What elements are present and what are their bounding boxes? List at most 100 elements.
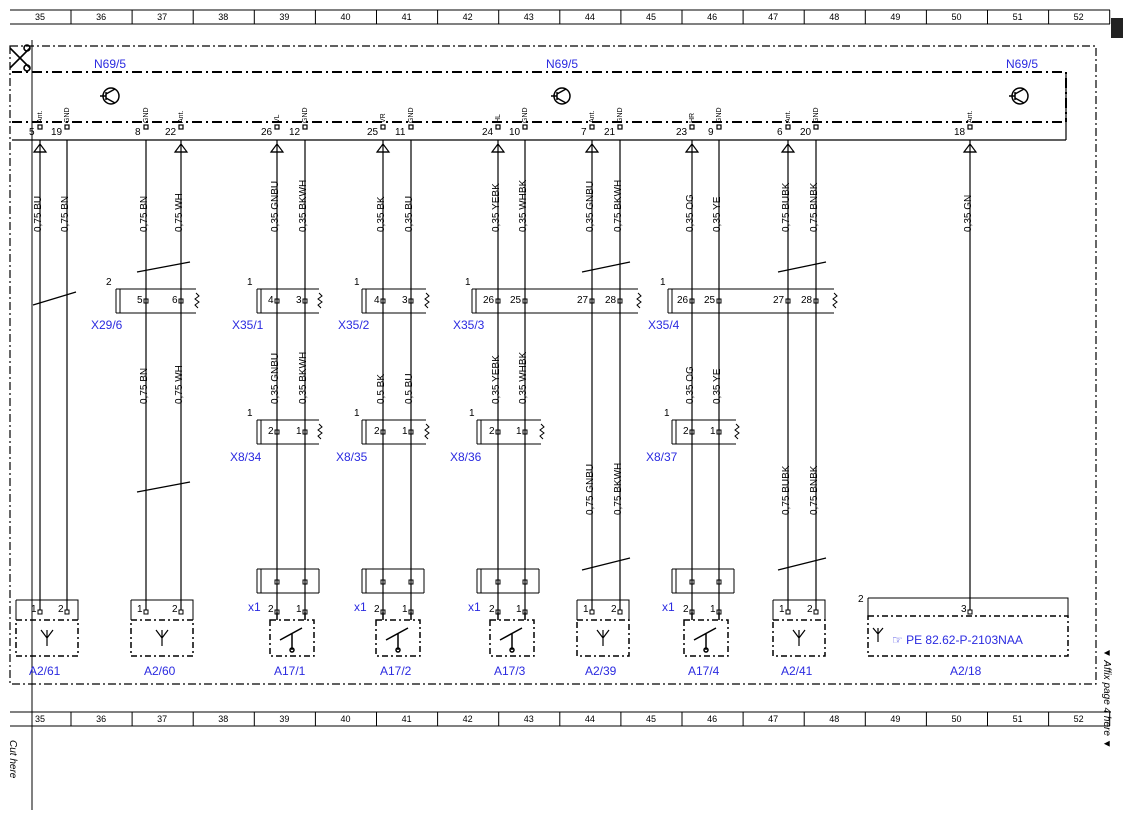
wire-bundle-mark [136, 261, 191, 273]
ruler-number: 46 [707, 714, 718, 724]
wire-label: 0,75 BKWH [613, 179, 624, 232]
switch-contact [509, 647, 515, 653]
connector-box [256, 288, 319, 314]
pin-number: 18 [954, 127, 966, 138]
wire-label: 0,35 BK [376, 196, 387, 232]
connector-pin [302, 429, 308, 435]
connector-pin-number: 1 [296, 426, 302, 437]
connector-pin-number: 26 [677, 295, 689, 306]
wire-bundle-mark [581, 261, 631, 273]
connector-spring [424, 423, 430, 440]
wire-label: 0,5 BU [404, 373, 415, 404]
pin-marker [522, 124, 528, 130]
plug-pin [716, 579, 722, 585]
component-a2-18-connector [867, 597, 1069, 616]
module-label-left: N69/5 [94, 57, 127, 71]
switch-contact [703, 647, 709, 653]
connector-label: X35/2 [338, 318, 370, 332]
connector-pin [302, 298, 308, 304]
switch-icon [499, 627, 523, 650]
ruler-number: 43 [523, 12, 534, 22]
wire-label: 0,35 YEBK [491, 183, 502, 232]
connector-pin-number: 27 [773, 295, 785, 306]
connector-pin-number: 1 [402, 426, 408, 437]
pin-marker [302, 124, 308, 130]
component-pin-number: 1 [710, 604, 716, 615]
ruler-number: 37 [157, 714, 168, 724]
wire-label: 0,75 BN [60, 195, 71, 232]
pin-name: GND [143, 107, 150, 123]
component-x1-label: x1 [662, 600, 675, 614]
ruler-number: 37 [157, 12, 168, 22]
component-pin-number: 1 [137, 604, 143, 615]
component-a17-1-body [269, 619, 315, 657]
pin-number: 21 [604, 127, 616, 138]
component-a2-18-body [867, 615, 1069, 657]
wire-label: 0,75 BNBK [809, 465, 820, 515]
component-reference: ☞ PE 82.62-P-2103NAA [892, 633, 1023, 647]
connector-pin [813, 298, 819, 304]
wire-bundle-mark [581, 557, 631, 571]
pin-name: Ant. [589, 110, 596, 123]
connector-spring [424, 292, 430, 309]
component-a2-61-connector [15, 599, 79, 620]
component-a2-60-label: A2/60 [144, 664, 176, 678]
component-pin [716, 609, 722, 615]
connector-pin-number: 2 [374, 426, 380, 437]
connector-pin [716, 298, 722, 304]
wire-label: 0,35 GNBU [585, 180, 596, 232]
pin-number: 22 [165, 127, 177, 138]
component-a17-1-label: A17/1 [274, 664, 306, 678]
connector-pin-number: 26 [483, 295, 495, 306]
connector-pin [785, 298, 791, 304]
connector-pin [495, 429, 501, 435]
pin-marker [617, 124, 623, 130]
pin-marker [495, 124, 501, 130]
transistor-icon [100, 87, 1029, 105]
wire-label: 0,75 WH [174, 365, 185, 404]
connector-pin-number: 2 [683, 426, 689, 437]
connector-index: 1 [465, 277, 471, 288]
antenna-icon [40, 629, 54, 646]
connector-pin-number: 25 [510, 295, 522, 306]
pin-marker [143, 124, 149, 130]
component-pin [380, 609, 386, 615]
antenna-icon [792, 629, 806, 646]
wire-label: 0,75 BN [139, 195, 150, 232]
module-box [12, 71, 1067, 123]
connector-label: X8/37 [646, 450, 678, 464]
wire-label: 0,75 WH [174, 193, 185, 232]
connector-pin [178, 298, 184, 304]
connector-spring [734, 423, 740, 440]
component-a2-39-connector [576, 599, 630, 620]
connector-pin-number: 2 [489, 426, 495, 437]
ruler-number: 40 [340, 12, 351, 22]
wire-label: 0,35 YE [712, 368, 723, 404]
wire-label: 0,35 BKWH [298, 179, 309, 232]
connector-index: 1 [660, 277, 666, 288]
pin-number: 7 [581, 127, 587, 138]
antenna-icon [155, 629, 169, 646]
ruler-number: 40 [340, 714, 351, 724]
connector-label: X29/6 [91, 318, 123, 332]
component-pin [967, 609, 973, 615]
ruler-number: 41 [401, 12, 412, 22]
component-pin-number: 2 [172, 604, 178, 615]
plug-pin [689, 579, 695, 585]
connector-pin [143, 298, 149, 304]
connector-label: X35/1 [232, 318, 264, 332]
wire-label: 0,35 GNBU [270, 180, 281, 232]
component-pin-number: 1 [583, 604, 589, 615]
component-index: 2 [858, 594, 864, 605]
wire-label: 0,75 BU [33, 195, 44, 232]
ruler-number: 39 [279, 12, 290, 22]
plug-pin [408, 579, 414, 585]
switch-contact [395, 647, 401, 653]
switch-contact [289, 647, 295, 653]
component-a17-3-body [489, 619, 535, 657]
pin-name: Ant. [178, 110, 185, 123]
pin-name: VR [380, 113, 387, 123]
ruler-number: 49 [890, 714, 901, 724]
ruler-number: 49 [890, 12, 901, 22]
